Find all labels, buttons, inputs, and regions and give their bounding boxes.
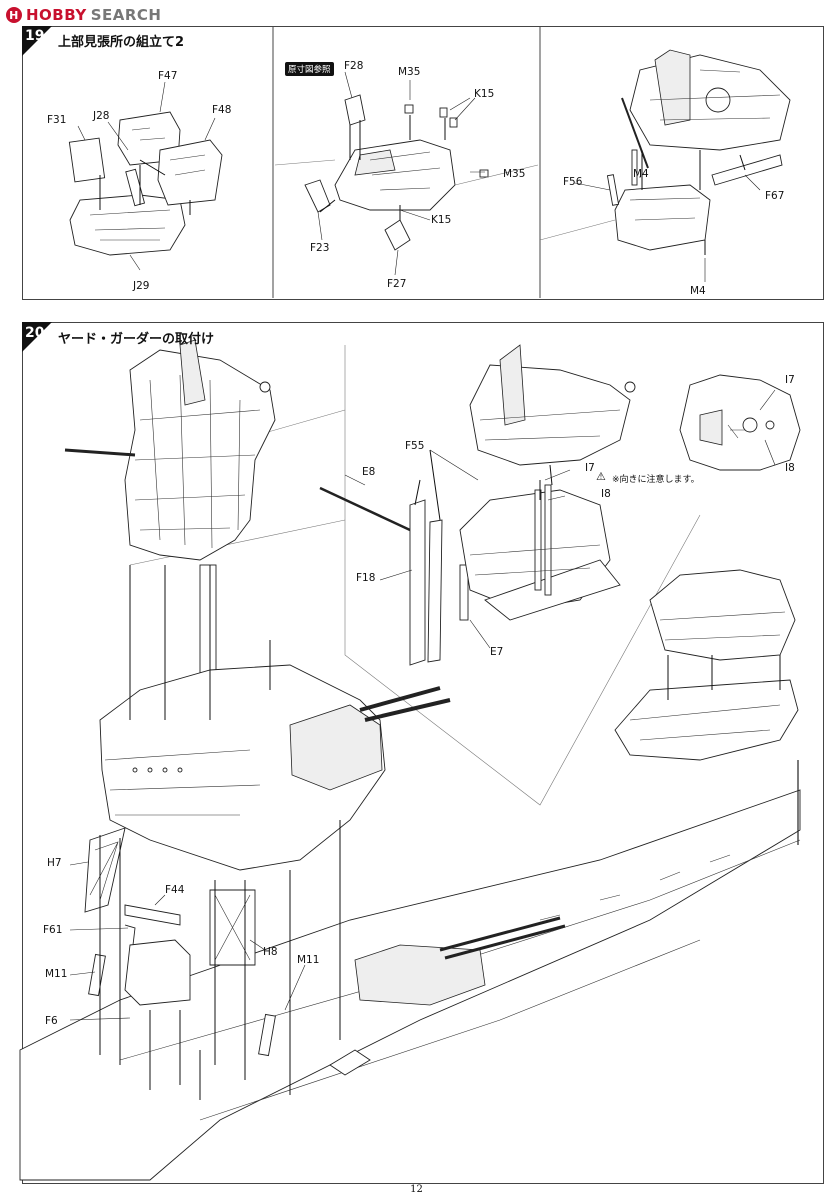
step20-leaders — [69, 389, 776, 1021]
label-K15-bottom: K15 — [431, 214, 452, 226]
page-number: 12 — [410, 1184, 423, 1195]
label-M4-bottom: M4 — [690, 285, 706, 297]
watermark-brand-part1: HOBBY — [26, 6, 87, 24]
step20-title: ヤード・ガーダーの取付け — [58, 332, 215, 347]
step20-panel — [22, 322, 824, 1184]
label-M35-top: M35 — [398, 66, 421, 78]
step19-number: 19 — [25, 28, 45, 44]
label-M4-top: M4 — [633, 168, 649, 180]
label-K15-top: K15 — [474, 88, 495, 100]
step19-title: 上部見張所の組立て2 — [58, 35, 185, 50]
label-I8-main: I8 — [601, 488, 611, 500]
hull-deck — [19, 760, 801, 1181]
orientation-note: ※向きに注意します。 — [612, 475, 700, 485]
warning-icon: ⚠ — [596, 470, 606, 483]
label-F27: F27 — [387, 278, 407, 290]
girder-H7 — [84, 827, 126, 913]
hobby-search-logo-icon: H — [6, 7, 22, 23]
step19-subassembly-middle — [274, 94, 539, 251]
label-I7-plan: I7 — [785, 374, 795, 386]
step20-number: 20 — [25, 325, 45, 341]
tower-upper-right — [469, 344, 636, 466]
step19-subassembly-right — [539, 49, 791, 255]
bridge-lower-right — [459, 484, 621, 621]
label-F56: F56 — [563, 176, 583, 188]
label-F18: F18 — [356, 572, 376, 584]
step19-ref-badge: 原寸図参照 — [285, 62, 334, 76]
label-E8: E8 — [362, 466, 376, 478]
label-M35-right: M35 — [503, 168, 526, 180]
label-F61: F61 — [43, 924, 63, 936]
label-F48: F48 — [212, 104, 232, 116]
label-F23: F23 — [310, 242, 330, 254]
label-F6: F6 — [45, 1015, 58, 1027]
label-F67: F67 — [765, 190, 785, 202]
label-F55: F55 — [405, 440, 425, 452]
superstructure-lower — [99, 664, 451, 871]
label-H8: H8 — [263, 946, 278, 958]
step19-leaders — [77, 71, 761, 282]
parts-F44-F61-M11-F6 — [88, 904, 276, 1057]
step20-badge — [22, 322, 52, 352]
label-M11-left: M11 — [45, 968, 68, 980]
label-E7: E7 — [490, 646, 504, 658]
watermark-brand-part2: SEARCH — [90, 6, 162, 24]
step19-panel — [22, 26, 824, 300]
label-M11-right: M11 — [297, 954, 320, 966]
step19-subassembly-left — [68, 111, 223, 256]
label-I8-plan: I8 — [785, 462, 795, 474]
label-I7-main: I7 — [585, 462, 595, 474]
label-F31: F31 — [47, 114, 67, 126]
assembly-arrows — [99, 449, 781, 1100]
label-F47: F47 — [158, 70, 178, 82]
label-J29: J29 — [133, 280, 150, 292]
label-F28: F28 — [344, 60, 364, 72]
label-F44: F44 — [165, 884, 185, 896]
girder-H8 — [209, 889, 256, 966]
watermark-logo: H HOBBY SEARCH — [6, 4, 162, 26]
label-J28: J28 — [93, 110, 110, 122]
label-H7: H7 — [47, 857, 62, 869]
plan-view-I7-I8 — [679, 374, 801, 471]
step19-badge — [22, 26, 52, 56]
yard-E8-F18-E7 — [319, 486, 469, 666]
detail-tower-right — [614, 569, 799, 761]
